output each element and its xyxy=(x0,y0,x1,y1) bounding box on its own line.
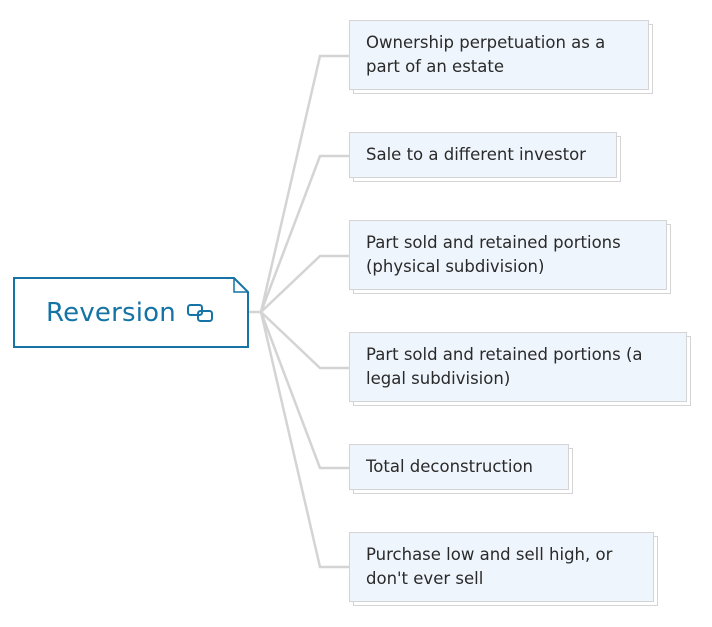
connector-topic-6 xyxy=(259,310,351,569)
linked-topic-icon[interactable] xyxy=(186,302,216,324)
connector-topic-1 xyxy=(247,54,351,314)
topic-label: Sale to a different investor xyxy=(366,145,586,164)
central-topic[interactable]: Reversion xyxy=(13,277,249,348)
connector-topic-4 xyxy=(259,310,351,370)
central-topic-label: Reversion xyxy=(46,297,176,328)
topic-label: Part sold and retained portions (physica… xyxy=(366,233,621,276)
topic-label: Total deconstruction xyxy=(366,457,534,476)
connector-topic-2 xyxy=(259,154,351,314)
topic-label: Purchase low and sell high, or don't eve… xyxy=(366,545,613,588)
connector-topic-3 xyxy=(259,254,351,314)
topic-node[interactable]: Sale to a different investor xyxy=(349,132,621,182)
topic-label: Part sold and retained portions (a legal… xyxy=(366,345,643,388)
topic-node[interactable]: Total deconstruction xyxy=(349,444,573,494)
topic-node[interactable]: Ownership perpetuation as a part of an e… xyxy=(349,20,653,94)
central-topic-frame xyxy=(13,277,249,348)
topic-node[interactable]: Part sold and retained portions (physica… xyxy=(349,220,671,294)
connector-topic-5 xyxy=(259,310,351,470)
topic-node[interactable]: Part sold and retained portions (a legal… xyxy=(349,332,691,406)
topic-node[interactable]: Purchase low and sell high, or don't eve… xyxy=(349,532,658,606)
topic-label: Ownership perpetuation as a part of an e… xyxy=(366,33,606,76)
